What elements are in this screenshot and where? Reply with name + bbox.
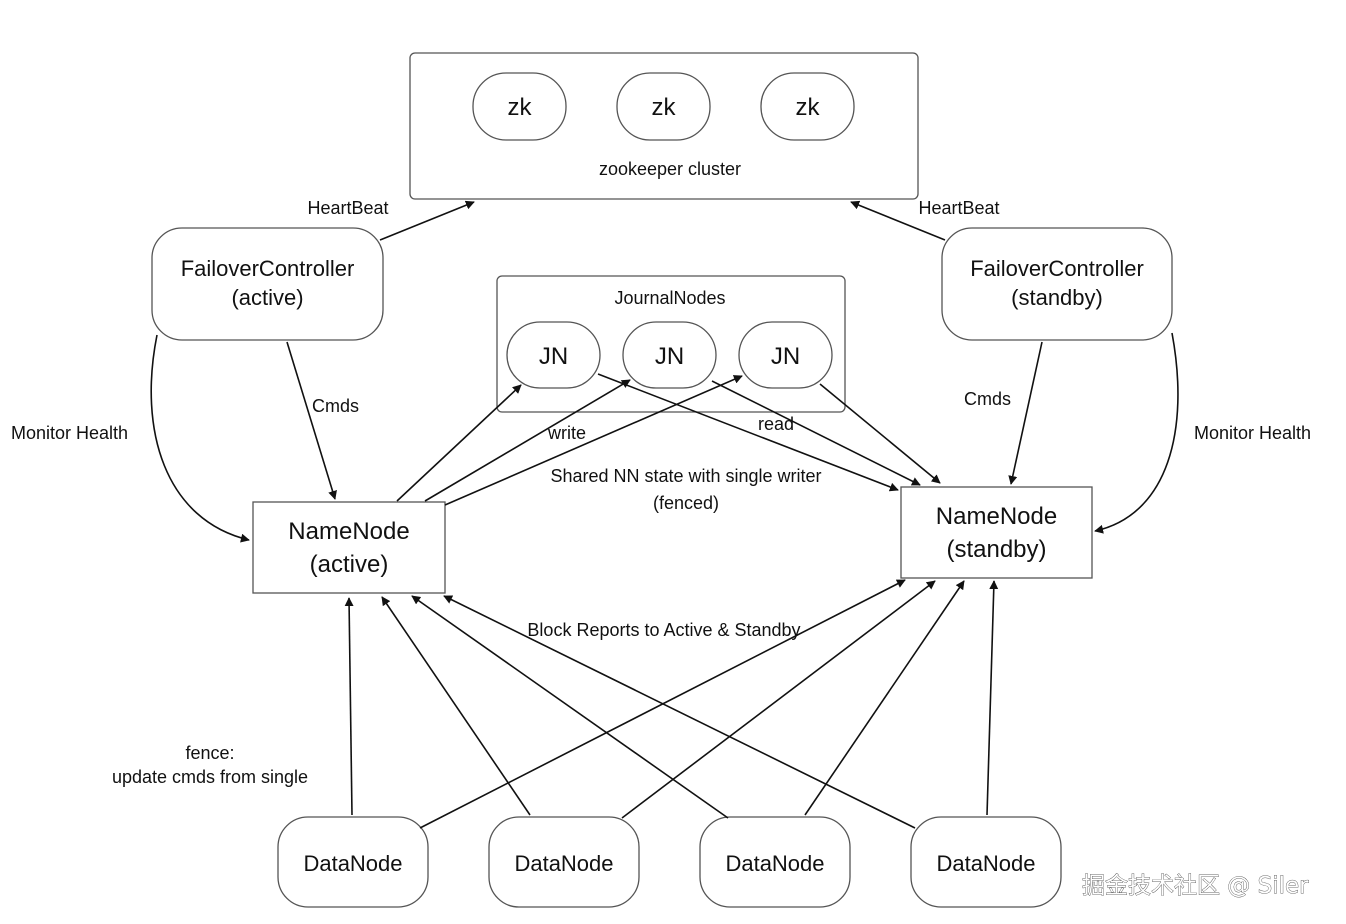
arrow-dn3-to-active [411,595,729,819]
label-shared-state-fenced: (fenced) [653,493,719,513]
zookeeper-cluster: zk zk zk zookeeper cluster [409,52,919,200]
datanode-2-label: DataNode [514,851,613,876]
label-cmds-left: Cmds [312,396,359,416]
label-monitor-health-right: Monitor Health [1194,423,1311,443]
zookeeper-cluster-label: zookeeper cluster [599,159,741,179]
failover-controller-standby: FailoverController (standby) [941,227,1173,341]
arrow-dn4-to-standby [986,580,999,816]
arrow-write-jn1 [396,384,522,502]
datanode-3-label: DataNode [725,851,824,876]
failover-controller-standby-box [941,227,1173,341]
failover-controller-active-state: (active) [231,285,303,310]
zk-node-3 [760,72,855,141]
datanode-1 [277,816,429,908]
label-monitor-health-left: Monitor Health [11,423,128,443]
label-heartbeat-right: HeartBeat [918,198,999,218]
edge-labels: HeartBeat HeartBeat Monitor Health Monit… [11,198,1311,787]
label-fence-detail: update cmds from single [112,767,308,787]
arrow-dn1-to-standby [419,579,906,829]
zk-node-1 [472,72,567,141]
jn-node-3-label: JN [771,343,800,370]
arrow-write-jn3 [444,375,743,506]
namenode-standby-state: (standby) [946,536,1046,563]
datanode-1-label: DataNode [303,851,402,876]
journal-nodes: JournalNodes JN JN JN [496,275,846,413]
jn-node-2 [622,321,717,389]
journal-nodes-title: JournalNodes [614,288,725,308]
arrow-read-jn2 [711,380,921,486]
zk-node-3-label: zk [796,94,821,121]
arrow-dn4-to-active [443,595,916,829]
namenode-active-title: NameNode [288,518,409,545]
failover-controller-active: FailoverController (active) [151,227,384,341]
namenode-active-state: (active) [310,551,389,578]
arrow-monitor-health-active [150,334,250,543]
datanode-4 [910,816,1062,908]
label-cmds-right: Cmds [964,389,1011,409]
label-write: write [547,423,586,443]
arrow-write-jn2 [424,379,631,502]
failover-controller-active-title: FailoverController [181,256,355,281]
zk-node-2-label: zk [652,94,677,121]
datanodes: DataNode DataNode DataNode DataNode [277,816,1062,908]
failover-controller-active-box [151,227,384,341]
connections [150,200,1179,829]
arrow-heartbeat-standby [850,200,946,241]
namenode-active-box [252,501,446,594]
label-heartbeat-left: HeartBeat [307,198,388,218]
arrow-heartbeat-active [379,200,475,241]
label-block-reports: Block Reports to Active & Standby [527,620,800,640]
namenode-standby-box [900,486,1093,579]
namenode-standby: NameNode (standby) [900,486,1093,579]
failover-controller-standby-state: (standby) [1011,285,1103,310]
arrow-cmds-active [286,341,337,500]
jn-node-1 [506,321,601,389]
datanode-3 [699,816,851,908]
arrow-dn2-to-standby [621,580,936,819]
zk-node-2 [616,72,711,141]
arrow-dn2-to-active [381,596,531,816]
jn-node-2-label: JN [655,343,684,370]
jn-node-3 [738,321,833,389]
namenode-active: NameNode (active) [252,501,446,594]
arrow-dn1-to-active [344,597,354,816]
datanode-4-label: DataNode [936,851,1035,876]
arrow-read-jn3 [819,383,941,484]
label-shared-state: Shared NN state with single writer [550,466,821,486]
arrow-dn3-to-standby [804,580,965,816]
arrow-read-jn1 [597,373,899,492]
namenode-standby-title: NameNode [936,503,1057,530]
arrow-monitor-health-standby [1094,332,1179,534]
failover-controller-standby-title: FailoverController [970,256,1144,281]
watermark-text: 掘金技术社区 @ Siler [1082,873,1309,899]
jn-node-1-label: JN [539,343,568,370]
label-read: read [758,414,794,434]
label-fence: fence: [185,743,234,763]
arrow-cmds-standby [1008,341,1043,485]
zk-node-1-label: zk [508,94,533,121]
datanode-2 [488,816,640,908]
